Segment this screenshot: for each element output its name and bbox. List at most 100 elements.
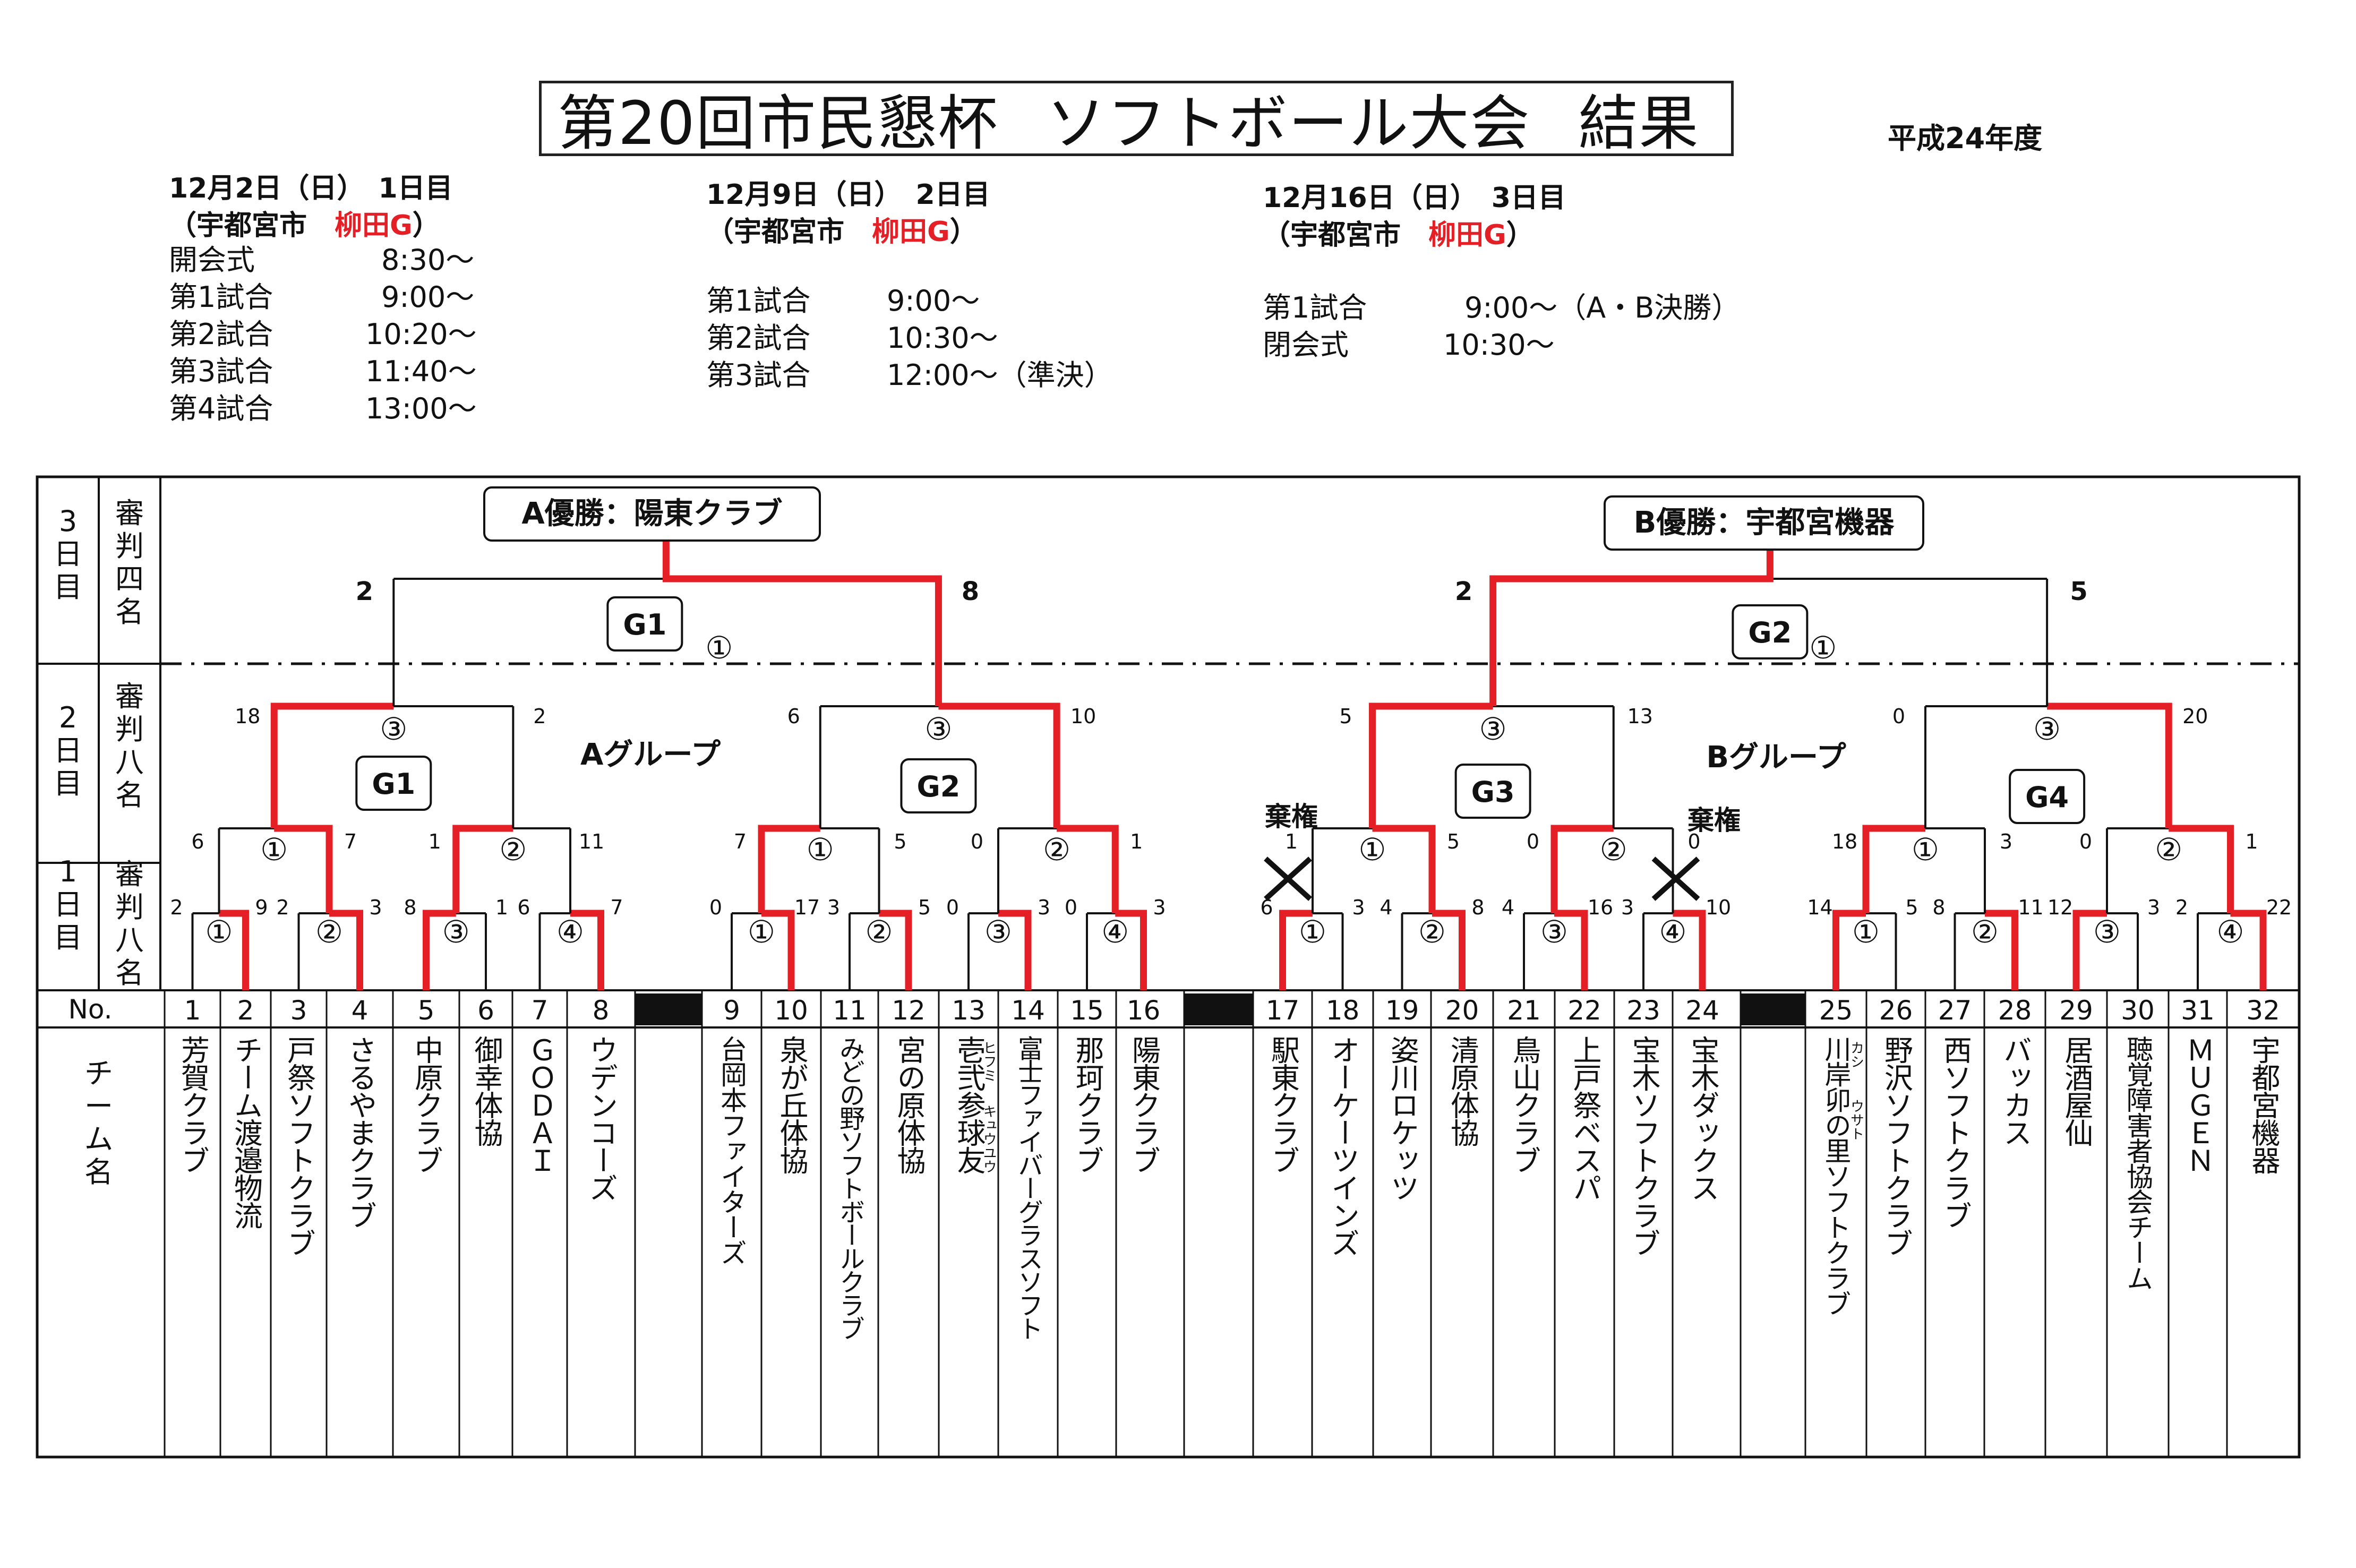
- score-r1: 2: [276, 896, 289, 919]
- team-number-32: 32: [2246, 995, 2280, 1026]
- r2-winner-line: [1057, 825, 1119, 913]
- semi-ground-g1: G1: [372, 767, 415, 801]
- team-name-23: 宝木ソフトクラブ: [1627, 1035, 1660, 1256]
- team-number-29: 29: [2059, 995, 2093, 1026]
- day3-label-char: 日: [54, 537, 82, 571]
- team-number-2: 2: [237, 995, 254, 1026]
- score-r1: 3: [827, 896, 840, 919]
- r1-winner-line: [423, 910, 456, 990]
- score-r1: 6: [1260, 896, 1273, 919]
- day3-ref-label-char: 名: [115, 595, 144, 629]
- day3-header: 12月16日（日） 3日目 （宇都宮市 柳田G）: [1263, 179, 1566, 254]
- outer-frame: [36, 475, 2301, 1459]
- group-separator-block: [1741, 993, 1805, 1025]
- team-name-20: 清原体協: [1445, 1035, 1479, 1146]
- r2-match-number: ②: [1600, 832, 1627, 868]
- day1-label-char: 日: [54, 888, 82, 921]
- r1-match-number: ④: [556, 914, 584, 950]
- score-r1: 9: [255, 896, 268, 919]
- r1-match-number: ③: [442, 914, 470, 950]
- winner-b: B優勝：宇都宮機器: [1634, 505, 1895, 540]
- team-number-31: 31: [2181, 995, 2215, 1026]
- title-box: 第20回市民懇杯 ソフトボール大会 結果: [539, 81, 1734, 158]
- score-r1: 4: [1502, 896, 1514, 919]
- team-number-26: 26: [1879, 995, 1913, 1026]
- day2-date: 12月9日（日） 2日目: [706, 179, 990, 211]
- team-number-1: 1: [184, 995, 201, 1026]
- r3-match-number: ③: [2033, 711, 2061, 747]
- day2-ref-label-char: 名: [115, 778, 144, 812]
- semi-ground-g1-box: [355, 756, 432, 811]
- score-final: 5: [2070, 577, 2087, 606]
- score-r1: 8: [404, 896, 416, 919]
- score-semi: 6: [787, 705, 800, 728]
- team-header-char: ー: [84, 1090, 113, 1123]
- score-r1: 0: [1065, 896, 1077, 919]
- team-name-18: オーケーツインズ: [1326, 1035, 1360, 1256]
- day1-date: 12月2日（日） 1日目: [169, 173, 453, 204]
- r1-winner-line: [998, 910, 1032, 990]
- group-separator-block: [1184, 993, 1253, 1025]
- score-r1: 16: [1588, 896, 1613, 919]
- day2-venue: （宇都宮市 柳田G）: [706, 216, 978, 248]
- score-r1: 22: [2266, 896, 2292, 919]
- score-final: 8: [962, 577, 979, 606]
- team-name-27: 西ソフトクラブ: [1938, 1035, 1972, 1229]
- r3-winner-line: [2047, 702, 2172, 828]
- team-number-6: 6: [477, 995, 494, 1026]
- day1-ref-label-char: 判: [115, 890, 144, 924]
- r3-winner-line: [1369, 702, 1493, 828]
- score-r1: 3: [369, 896, 382, 919]
- r2-winner-line: [1372, 825, 1436, 913]
- score-r1: 17: [794, 896, 820, 919]
- ruby-13b: キュウユウ: [981, 1104, 997, 1173]
- team-name-24: 宝木ダックス: [1686, 1035, 1719, 1201]
- day1-ref-label-char: 名: [115, 956, 144, 990]
- r1-match-number: ①: [1852, 914, 1880, 950]
- r1-winner-line: [570, 910, 604, 990]
- day1-ref-label-char: 審: [115, 858, 144, 891]
- score-r2: 5: [894, 830, 906, 853]
- r3-match-number: ③: [380, 711, 407, 747]
- score-r2: 5: [1447, 830, 1460, 853]
- final-ground-b: G2: [1748, 616, 1792, 649]
- forfeit-cross-17: [1264, 856, 1312, 901]
- r3-winner-line: [270, 702, 394, 828]
- team-number-19: 19: [1385, 995, 1419, 1026]
- team-name-4: さるやまクラブ: [343, 1035, 377, 1229]
- score-r2: 18: [1832, 830, 1857, 853]
- r2-match-number: ②: [1043, 832, 1070, 868]
- score-r1: 3: [1038, 896, 1050, 919]
- score-r2: 1: [1130, 830, 1143, 853]
- score-r2: 3: [2000, 830, 2012, 853]
- final-ground-b-box: [1732, 604, 1809, 659]
- r1-winner-line: [1985, 910, 2018, 990]
- final-ground-a: G1: [623, 608, 666, 641]
- day3-ref-label-char: 審: [115, 496, 144, 530]
- team-number-12: 12: [892, 995, 926, 1026]
- score-semi: 13: [1627, 705, 1653, 728]
- winner-a-box: [483, 486, 821, 542]
- score-r1: 8: [1932, 896, 1945, 919]
- r3-winner-line: [938, 702, 1060, 828]
- team-name-12: 宮の原体協: [892, 1035, 926, 1173]
- score-r1: 11: [2018, 896, 2043, 919]
- team-number-11: 11: [833, 995, 867, 1026]
- forfeit-cross-24: [1651, 856, 1700, 901]
- team-name-8: ウデンコーズ: [584, 1035, 618, 1201]
- day2-label-char: 2: [59, 701, 77, 734]
- forfeit-label-a: 棄権: [1265, 801, 1318, 832]
- team-number-14: 14: [1011, 995, 1045, 1026]
- score-semi: 10: [1070, 705, 1096, 728]
- score-r1: 0: [946, 896, 959, 919]
- ruby-25a: カシ: [1848, 1041, 1864, 1068]
- group-separator-block: [635, 993, 702, 1025]
- score-r1: 14: [1807, 896, 1832, 919]
- score-r2: 0: [1687, 830, 1700, 853]
- r2-match-number: ①: [1912, 832, 1939, 868]
- r2-winner-line: [452, 825, 513, 913]
- team-number-3: 3: [290, 995, 307, 1026]
- team-header-char: ム: [84, 1123, 113, 1156]
- r2-winner-line: [2169, 825, 2234, 913]
